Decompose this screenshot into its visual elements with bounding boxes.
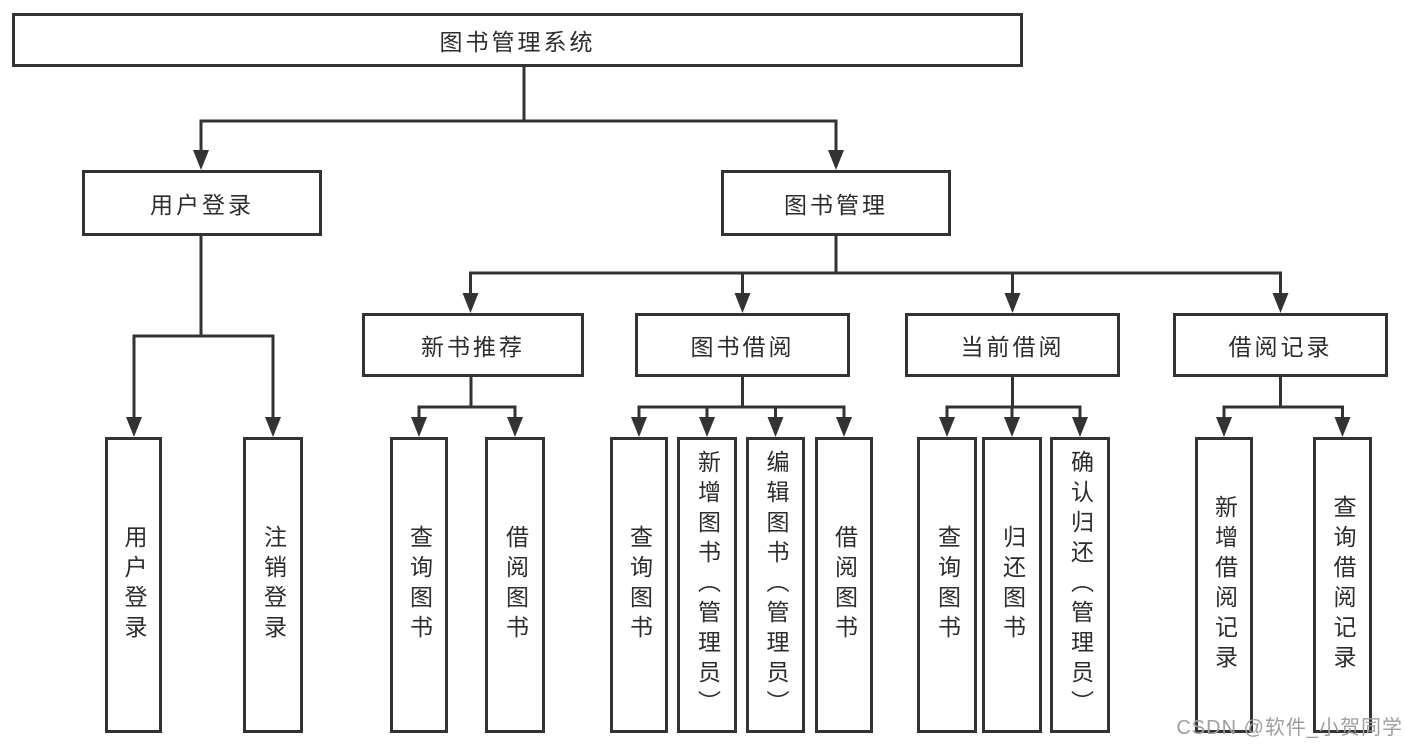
node-user-login: 用户登录 bbox=[82, 170, 322, 236]
leaf-borrowing-borrow-books: 借阅图书 bbox=[815, 437, 873, 733]
leaf-borrowing-query-books: 查询图书 bbox=[610, 437, 668, 733]
leaf-borrowing-add-books-admin: 新增图书（管理员） bbox=[677, 437, 737, 733]
leaf-current-confirm-return-admin: 确认归还（管理员） bbox=[1050, 437, 1110, 733]
leaf-current-return-books: 归还图书 bbox=[982, 437, 1042, 733]
csdn-watermark: CSDN @软件_小贺同学 bbox=[1176, 717, 1403, 739]
node-library-management-system: 图书管理系统 bbox=[12, 13, 1023, 67]
node-borrowing-records: 借阅记录 bbox=[1173, 313, 1388, 377]
leaf-newbook-query-books: 查询图书 bbox=[390, 437, 448, 733]
node-new-book-recommend: 新书推荐 bbox=[362, 313, 584, 377]
leaf-logout: 注销登录 bbox=[243, 437, 303, 733]
node-book-borrowing: 图书借阅 bbox=[635, 313, 850, 377]
leaf-current-query-books: 查询图书 bbox=[917, 437, 977, 733]
connector-edges bbox=[132, 67, 1344, 419]
leaf-records-query-record: 查询借阅记录 bbox=[1313, 437, 1372, 733]
leaf-records-add-record: 新增借阅记录 bbox=[1195, 437, 1253, 733]
node-current-borrowing: 当前借阅 bbox=[905, 313, 1120, 377]
node-book-management: 图书管理 bbox=[721, 170, 951, 236]
leaf-borrowing-edit-books-admin: 编辑图书（管理员） bbox=[746, 437, 805, 733]
leaf-user-login: 用户登录 bbox=[105, 437, 162, 733]
leaf-newbook-borrow-books: 借阅图书 bbox=[485, 437, 545, 733]
arrowheads bbox=[126, 150, 1351, 437]
